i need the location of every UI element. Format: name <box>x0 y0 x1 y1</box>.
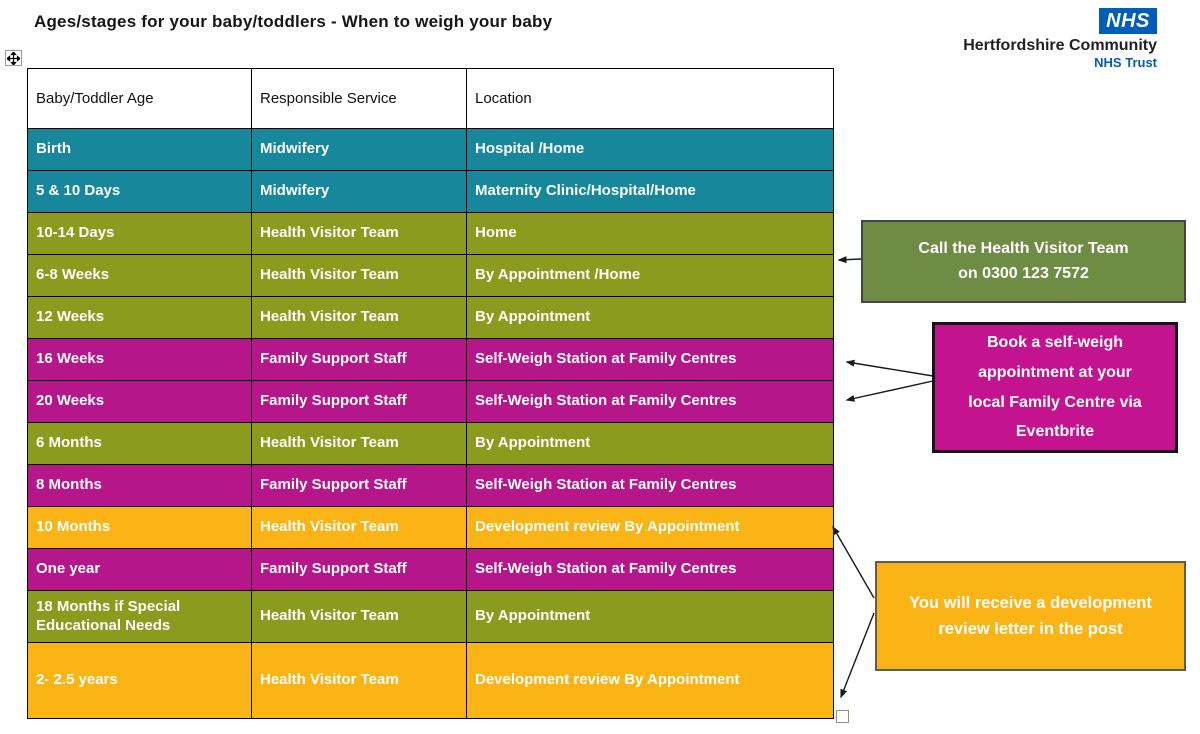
table-row: 18 Months if Special Educational Needs H… <box>27 590 834 643</box>
cell-age[interactable]: 10-14 Days <box>27 212 252 255</box>
cell-age[interactable]: One year <box>27 548 252 591</box>
cell-location[interactable]: Home <box>466 212 834 255</box>
page-title: Ages/stages for your baby/toddlers - Whe… <box>34 12 553 31</box>
arrow-self-weigh-16w <box>845 359 934 377</box>
nhs-trust-label: NHS Trust <box>1094 55 1157 70</box>
table-header-row: Baby/Toddler Age Responsible Service Loc… <box>27 68 834 129</box>
table-row: 20 Weeks Family Support Staff Self-Weigh… <box>27 380 834 423</box>
table-row: 8 Months Family Support Staff Self-Weigh… <box>27 464 834 507</box>
callout-line: You will receive a development <box>909 593 1152 612</box>
table-row: Birth Midwifery Hospital /Home <box>27 128 834 171</box>
table-row: 6 Months Health Visitor Team By Appointm… <box>27 422 834 465</box>
cell-service[interactable]: Health Visitor Team <box>251 506 467 549</box>
cell-location[interactable]: Maternity Clinic/Hospital/Home <box>466 170 834 213</box>
cell-age[interactable]: 2- 2.5 years <box>27 642 252 719</box>
cell-location[interactable]: Self-Weigh Station at Family Centres <box>466 338 834 381</box>
callout-development-review[interactable]: You will receive a development review le… <box>875 561 1186 671</box>
callout-line: Book a self-weigh <box>986 334 1124 352</box>
cell-location[interactable]: Development review By Appointment <box>466 642 834 719</box>
table-row: 16 Weeks Family Support Staff Self-Weigh… <box>27 338 834 381</box>
table-row: 2- 2.5 years Health Visitor Team Develop… <box>27 642 834 719</box>
cell-service[interactable]: Health Visitor Team <box>251 590 467 643</box>
arrow-health-visitor <box>837 256 862 264</box>
callout-self-weigh[interactable]: Book a self-weigh appointment at your lo… <box>932 322 1178 453</box>
cell-age[interactable]: 12 Weeks <box>27 296 252 339</box>
arrow-self-weigh-20w <box>845 380 934 402</box>
table-row: 10-14 Days Health Visitor Team Home <box>27 212 834 255</box>
cell-service[interactable]: Midwifery <box>251 170 467 213</box>
cell-service[interactable]: Family Support Staff <box>251 464 467 507</box>
callout-line: Call the Health Visitor Team <box>918 239 1129 257</box>
weigh-schedule-table: Baby/Toddler Age Responsible Service Loc… <box>27 68 834 719</box>
table-move-handle-icon[interactable] <box>5 50 22 66</box>
cell-age[interactable]: 18 Months if Special Educational Needs <box>27 590 252 643</box>
cell-location[interactable]: By Appointment <box>466 296 834 339</box>
cell-location[interactable]: Self-Weigh Station at Family Centres <box>466 464 834 507</box>
callout-line: review letter in the post <box>938 620 1123 638</box>
cell-service[interactable]: Health Visitor Team <box>251 296 467 339</box>
cell-age[interactable]: 16 Weeks <box>27 338 252 381</box>
callout-line: local Family Centre via <box>968 393 1142 411</box>
cell-age[interactable]: 8 Months <box>27 464 252 507</box>
cell-service[interactable]: Health Visitor Team <box>251 212 467 255</box>
table-row: 12 Weeks Health Visitor Team By Appointm… <box>27 296 834 339</box>
cell-age[interactable]: 6 Months <box>27 422 252 465</box>
cell-age[interactable]: Birth <box>27 128 252 171</box>
cell-age[interactable]: 10 Months <box>27 506 252 549</box>
callout-line: on 0300 123 7572 <box>958 264 1089 282</box>
table-row: 10 Months Health Visitor Team Developmen… <box>27 506 834 549</box>
table-row: 6-8 Weeks Health Visitor Team By Appoint… <box>27 254 834 297</box>
table-row: One year Family Support Staff Self-Weigh… <box>27 548 834 591</box>
header-age[interactable]: Baby/Toddler Age <box>27 68 252 129</box>
nhs-org-name: Hertfordshire Community <box>963 37 1157 54</box>
cell-age[interactable]: 5 & 10 Days <box>27 170 252 213</box>
cell-service[interactable]: Health Visitor Team <box>251 642 467 719</box>
cell-service[interactable]: Health Visitor Team <box>251 254 467 297</box>
callout-line: appointment at your <box>978 363 1132 381</box>
cell-location[interactable]: Self-Weigh Station at Family Centres <box>466 548 834 591</box>
callout-line: Eventbrite <box>1015 423 1095 441</box>
callout-health-visitor[interactable]: Call the Health Visitor Team on 0300 123… <box>861 220 1186 303</box>
table-row: 5 & 10 Days Midwifery Maternity Clinic/H… <box>27 170 834 213</box>
cell-service[interactable]: Family Support Staff <box>251 338 467 381</box>
cell-location[interactable]: Hospital /Home <box>466 128 834 171</box>
cell-location[interactable]: By Appointment /Home <box>466 254 834 297</box>
cell-service[interactable]: Family Support Staff <box>251 548 467 591</box>
cell-service[interactable]: Health Visitor Team <box>251 422 467 465</box>
nhs-logo-icon: NHS <box>1099 8 1157 34</box>
arrow-review-10m <box>832 525 875 599</box>
nhs-logo: NHS Hertfordshire Community NHS Trust <box>935 8 1157 70</box>
cell-location[interactable]: By Appointment <box>466 590 834 643</box>
table-resize-handle[interactable] <box>836 710 849 723</box>
cell-location[interactable]: By Appointment <box>466 422 834 465</box>
header-location[interactable]: Location <box>466 68 834 129</box>
cell-service[interactable]: Family Support Staff <box>251 380 467 423</box>
cell-location[interactable]: Development review By Appointment <box>466 506 834 549</box>
arrow-review-2y <box>840 612 875 699</box>
cell-location[interactable]: Self-Weigh Station at Family Centres <box>466 380 834 423</box>
cell-service[interactable]: Midwifery <box>251 128 467 171</box>
cell-age[interactable]: 20 Weeks <box>27 380 252 423</box>
cell-age[interactable]: 6-8 Weeks <box>27 254 252 297</box>
header-service[interactable]: Responsible Service <box>251 68 467 129</box>
